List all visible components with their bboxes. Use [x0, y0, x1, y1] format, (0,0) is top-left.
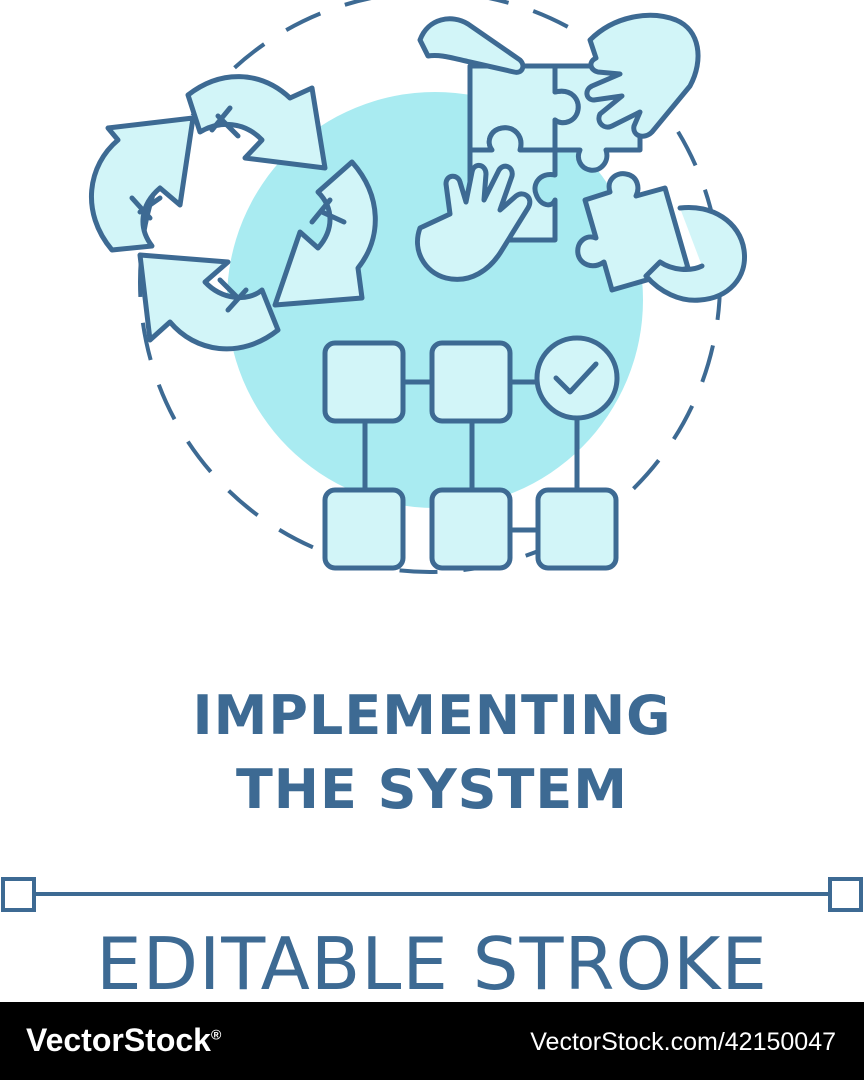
concept-illustration — [89, 0, 747, 574]
editable-stroke-label: EDITABLE STROKE — [96, 928, 768, 1002]
flow-node — [322, 340, 406, 424]
stroke-rule — [1, 877, 863, 912]
flow-node — [535, 487, 619, 571]
title-line-1: IMPLEMENTING — [192, 684, 672, 747]
handle-left — [1, 877, 36, 912]
flowchart-icon — [322, 335, 620, 571]
cycle-arrows-icon — [89, 74, 378, 352]
brand-mark: ® — [210, 1026, 222, 1043]
title-line-2: THE SYSTEM — [235, 758, 629, 821]
checkmark-icon — [534, 335, 620, 421]
footer-bar: VectorStock® VectorStock.com/42150047 — [0, 1002, 864, 1080]
flow-node — [429, 340, 513, 424]
handle-right — [828, 877, 863, 912]
brand-name: VectorStock — [26, 1022, 211, 1058]
image-id: VectorStock.com/42150047 — [530, 1028, 836, 1056]
brand-logo: VectorStock® — [26, 1022, 221, 1059]
flow-node — [322, 487, 406, 571]
flow-node — [429, 487, 513, 571]
puzzle-hands-icon — [415, 12, 747, 303]
